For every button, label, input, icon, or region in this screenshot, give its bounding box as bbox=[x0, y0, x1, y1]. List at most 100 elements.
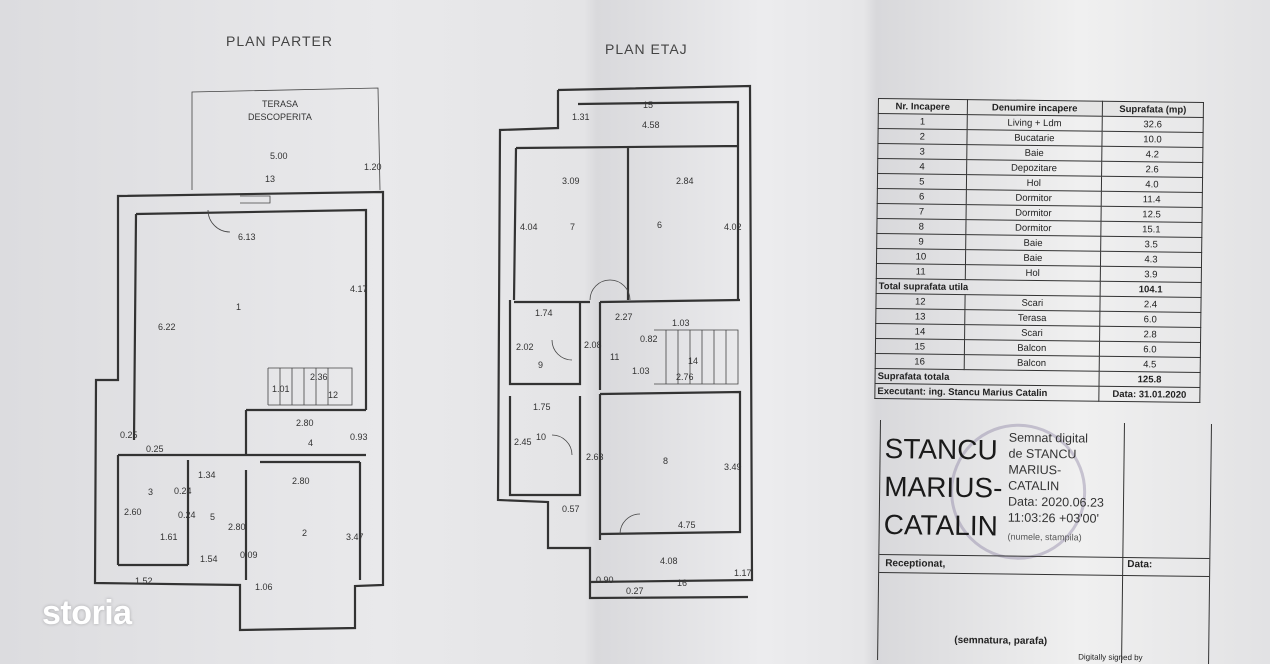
table-cell: 3.5 bbox=[1100, 236, 1202, 253]
stairs-14 bbox=[654, 329, 739, 385]
table-cell: Baie bbox=[965, 234, 1101, 252]
dim-label: 3.49 bbox=[724, 462, 742, 472]
dim-label: 2.80 bbox=[228, 522, 246, 532]
etaj-inner-walls bbox=[508, 100, 742, 540]
dim-label: 4.75 bbox=[678, 520, 696, 530]
stairs-12 bbox=[267, 367, 353, 406]
digital-line: 11:03:26 +03'00' bbox=[1007, 510, 1099, 526]
table-cell: 6.0 bbox=[1099, 341, 1201, 358]
dim-label: 1.52 bbox=[135, 576, 153, 586]
receptionat-label: Receptionat, bbox=[885, 558, 946, 570]
dim-label: 1.75 bbox=[533, 402, 551, 412]
dim-label: 0.25 bbox=[146, 444, 164, 454]
table-cell: 3 bbox=[877, 143, 967, 160]
table-cell: 4 bbox=[877, 158, 967, 175]
table-cell: Depozitare bbox=[966, 159, 1102, 177]
dim-label: 2.76 bbox=[676, 372, 694, 382]
dim-label: 2.84 bbox=[676, 176, 694, 186]
table-cell: Executant: ing. Stancu Marius Catalin bbox=[874, 383, 1099, 402]
table-cell: 11.4 bbox=[1101, 191, 1203, 208]
terrace-label: DESCOPERITA bbox=[248, 112, 312, 122]
table-cell: 16 bbox=[875, 353, 965, 370]
plan-parter: PLAN PARTER TERASA DESCOPERITA 5.00 1.20… bbox=[93, 33, 385, 632]
dim-label: 5.00 bbox=[270, 151, 288, 161]
data-label: Data: bbox=[1127, 559, 1153, 571]
dim-label: 2.80 bbox=[292, 476, 310, 486]
digital-line: de STANCU bbox=[1008, 446, 1077, 462]
parter-outer-wall bbox=[93, 190, 385, 632]
table-cell: Data: 31.01.2020 bbox=[1098, 386, 1200, 403]
table-cell: 2.8 bbox=[1099, 326, 1201, 343]
table-cell: 2.4 bbox=[1099, 296, 1202, 313]
table-cell: Terasa bbox=[964, 309, 1100, 327]
table-cell: 13 bbox=[875, 308, 965, 325]
dim-label: 1.61 bbox=[160, 532, 178, 542]
table-cell: 4.2 bbox=[1101, 146, 1203, 163]
column-header: Nr. Incapere bbox=[878, 98, 968, 115]
dim-label: 1.34 bbox=[198, 470, 216, 480]
table-cell: 2 bbox=[877, 128, 967, 145]
dim-label: 2.27 bbox=[615, 312, 633, 322]
table-cell: 14 bbox=[875, 323, 965, 340]
table-cell: 4.3 bbox=[1100, 251, 1202, 268]
room-number: 5 bbox=[210, 512, 215, 522]
table-cell: Balcon bbox=[964, 339, 1100, 357]
room-number: 7 bbox=[570, 222, 575, 232]
room-number: 14 bbox=[688, 356, 698, 366]
dim-label: 2.36 bbox=[310, 372, 328, 382]
plan-etaj: PLAN ETAJ 15 1.31 4.58 3.09 2.84 4.04 7 … bbox=[496, 41, 754, 600]
dim-label: 4.08 bbox=[660, 556, 678, 566]
table-cell: Baie bbox=[965, 249, 1101, 267]
dim-label: 0.90 bbox=[596, 575, 614, 585]
table-cell: 8 bbox=[876, 218, 966, 235]
door-arc bbox=[207, 195, 271, 233]
door-arcs bbox=[551, 279, 641, 535]
room-number: 8 bbox=[663, 456, 668, 466]
dim-label: 0.24 bbox=[174, 486, 192, 496]
signer-name-line: STANCU bbox=[884, 433, 998, 466]
dim-label: 1.20 bbox=[364, 162, 382, 172]
terrace-outline bbox=[191, 87, 381, 191]
dim-label: 1.31 bbox=[572, 112, 590, 122]
dim-label: 0.27 bbox=[626, 586, 644, 596]
plan-parter-title: PLAN PARTER bbox=[226, 33, 333, 49]
table-cell: Hol bbox=[964, 264, 1101, 282]
parter-dimensions: 5.00 1.20 13 6.13 4.17 6.22 1 1.01 2.36 … bbox=[120, 151, 382, 592]
table-cell: 5 bbox=[877, 173, 967, 190]
table-cell: 10.0 bbox=[1101, 131, 1204, 148]
dim-label: 4.17 bbox=[350, 284, 368, 294]
dim-label: 2.60 bbox=[124, 507, 142, 517]
digital-line: CATALIN bbox=[1008, 478, 1060, 494]
dim-label: 2.80 bbox=[296, 418, 314, 428]
table-cell: Baie bbox=[966, 144, 1102, 162]
room-number: 6 bbox=[657, 220, 662, 230]
dim-label: 6.22 bbox=[158, 322, 176, 332]
etaj-outer-wall bbox=[496, 84, 754, 600]
stamp-caption: (numele, stampila) bbox=[1007, 531, 1082, 543]
dim-label: 1.74 bbox=[535, 308, 553, 318]
table-cell: 7 bbox=[877, 203, 966, 220]
table-cell: 104.1 bbox=[1100, 281, 1202, 298]
room-number: 3 bbox=[148, 487, 153, 497]
dim-label: 3.47 bbox=[346, 532, 364, 542]
terrace-label: TERASA bbox=[262, 99, 298, 109]
room-number: 11 bbox=[610, 352, 619, 362]
dim-label: 0.57 bbox=[562, 504, 580, 514]
dim-label: 0.25 bbox=[120, 430, 138, 440]
dim-label: 2.45 bbox=[514, 437, 532, 447]
room-number: 15 bbox=[643, 100, 653, 110]
room-area-table: Nr. Incapere Denumire incapere Suprafata… bbox=[874, 98, 1204, 403]
table-cell: 1 bbox=[878, 113, 967, 130]
digital-signature-text: Semnat digital de STANCU MARIUS- CATALIN… bbox=[1008, 430, 1105, 527]
divider bbox=[879, 572, 1210, 578]
dim-label: 1.17 bbox=[734, 568, 752, 578]
room-number: 12 bbox=[328, 390, 338, 400]
room-number: 2 bbox=[302, 528, 307, 538]
room-number: 9 bbox=[538, 360, 543, 370]
dim-label: 1.01 bbox=[272, 384, 290, 394]
dim-label: 6.13 bbox=[238, 232, 256, 242]
dim-label: 4.02 bbox=[724, 222, 742, 232]
signature-block: STANCU MARIUS- CATALIN Semnat digital de… bbox=[877, 420, 1212, 664]
table-cell: Scari bbox=[964, 324, 1100, 342]
table-cell: 6 bbox=[877, 188, 967, 205]
